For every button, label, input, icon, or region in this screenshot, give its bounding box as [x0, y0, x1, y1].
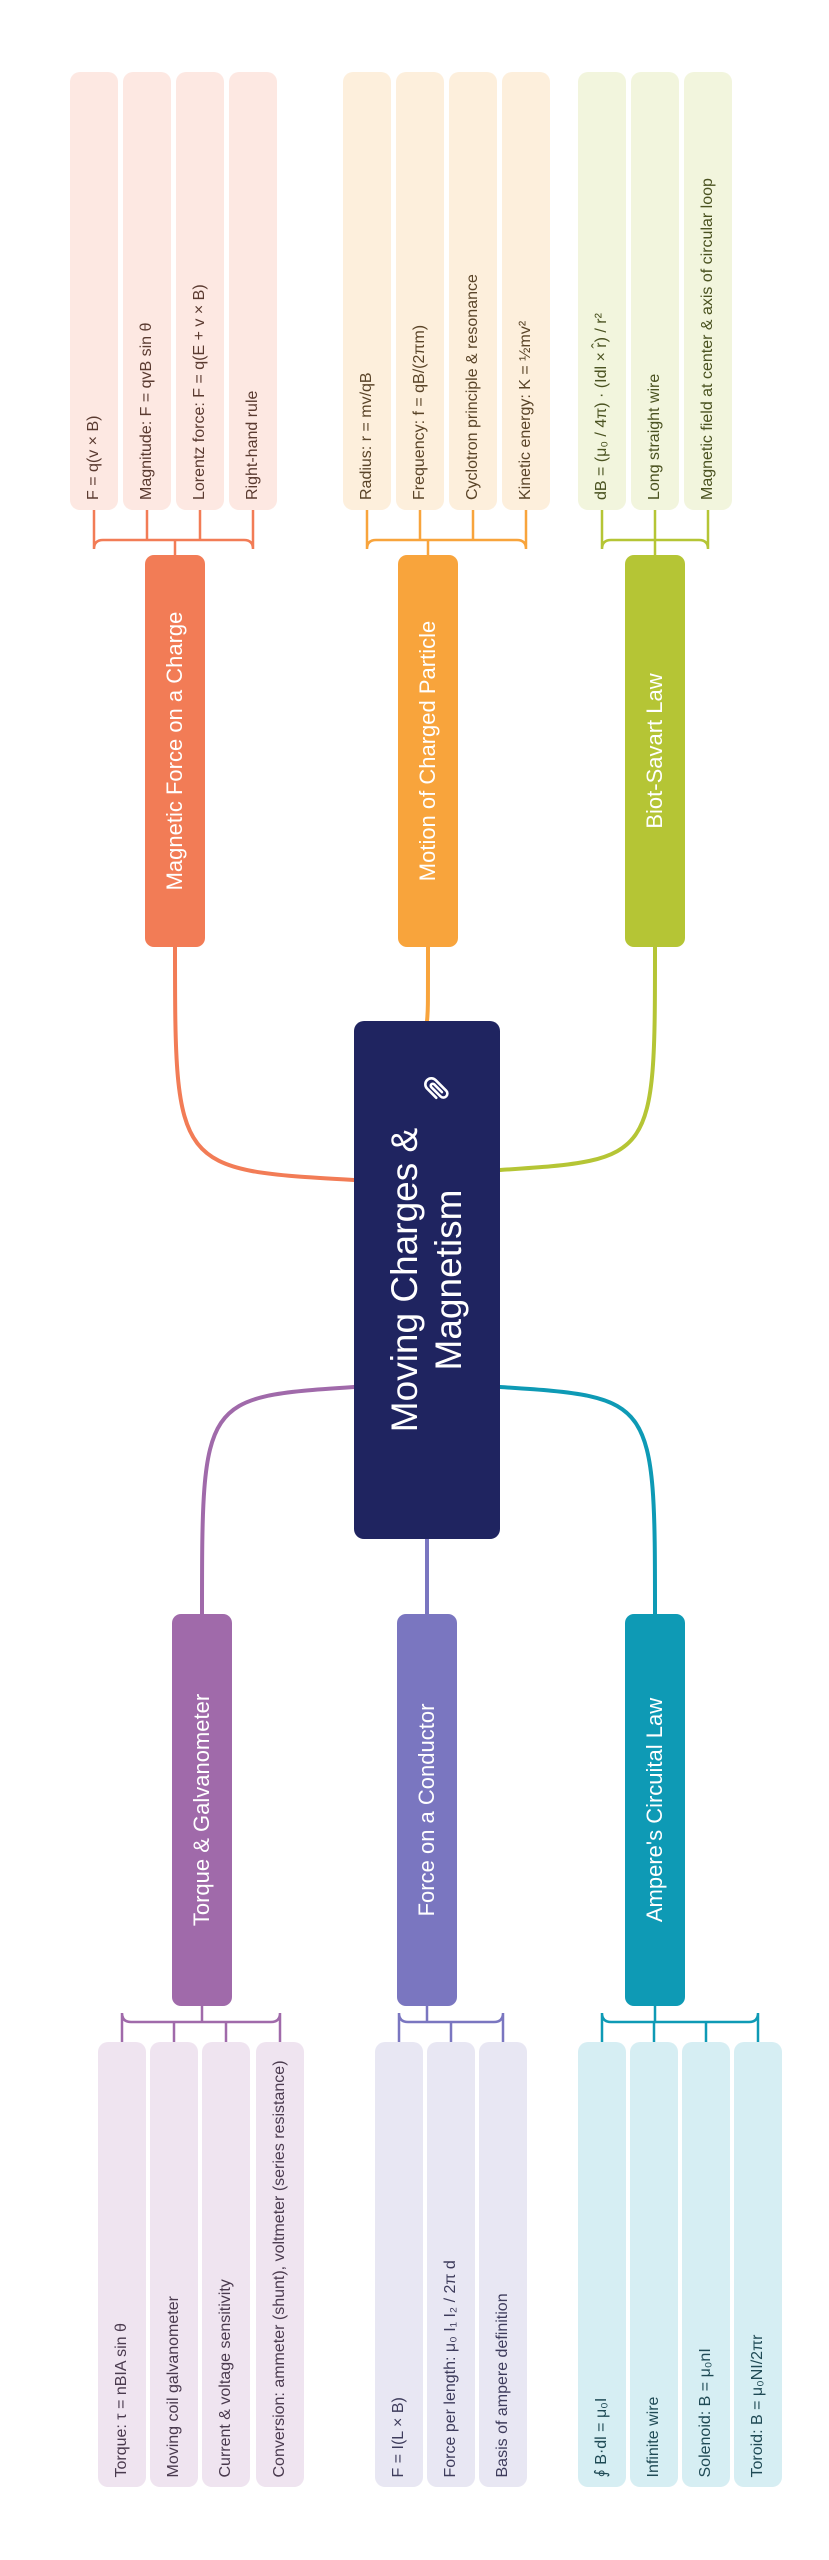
leaf-connector-force-on-conductor — [397, 2004, 505, 2044]
central-topic-title: Moving Charges & Magnetism — [383, 1128, 471, 1432]
branch-motion-of-charged-particle[interactable]: Motion of Charged Particle — [398, 555, 458, 947]
leaf-motion-of-charged-particle-4[interactable]: Kinetic energy: K = ½mv² — [502, 72, 550, 510]
branch-torque-galvanometer[interactable]: Torque & Galvanometer — [172, 1614, 232, 2006]
leaf-magnetic-force-on-charge-3[interactable]: Lorentz force: F = q(E + v × B) — [176, 72, 224, 510]
leaf-biot-savart-law-3[interactable]: Magnetic field at center & axis of circu… — [684, 72, 732, 510]
leaf-label: Magnetic field at center & axis of circu… — [699, 178, 716, 500]
leaf-torque-galvanometer-1[interactable]: Torque: τ = nBIA sin θ — [98, 2042, 146, 2487]
leaf-label: Basis of ampere definition — [494, 2292, 511, 2477]
paperclip-icon — [424, 1077, 449, 1100]
branch-label: Motion of Charged Particle — [415, 620, 440, 882]
root-connector-torque-galvanometer — [200, 1385, 356, 1616]
leaf-torque-galvanometer-4[interactable]: Conversion: ammeter (shunt), voltmeter (… — [256, 2042, 304, 2487]
leaf-connector-biot-savart-law — [600, 508, 710, 557]
branch-label: Ampere's Circuital Law — [642, 1697, 667, 1923]
branch-label: Torque & Galvanometer — [189, 1693, 214, 1927]
leaf-connector-amperes-circuital-law — [600, 2004, 760, 2044]
leaf-torque-galvanometer-3[interactable]: Current & voltage sensitivity — [202, 2042, 250, 2487]
branch-amperes-circuital-law[interactable]: Ampere's Circuital Law — [625, 1614, 685, 2006]
leaf-motion-of-charged-particle-1[interactable]: Radius: r = mv/qB — [343, 72, 391, 510]
leaf-label: Moving coil galvanometer — [165, 2295, 182, 2477]
branch-biot-savart-law[interactable]: Biot-Savart Law — [625, 555, 685, 947]
leaf-label: Magnitude: F = qvB sin θ — [138, 322, 155, 500]
leaf-connector-magnetic-force-on-charge — [92, 508, 255, 557]
leaf-label: Force per length: μ₀ I₁ I₂ / 2π d — [442, 2259, 459, 2477]
leaf-label: Infinite wire — [645, 2396, 662, 2477]
leaf-amperes-circuital-law-2[interactable]: Infinite wire — [630, 2042, 678, 2487]
branch-label: Force on a Conductor — [414, 1703, 439, 1917]
central-title-line-2: Magnetism — [428, 1189, 469, 1371]
leaf-label: Long straight wire — [646, 373, 663, 500]
leaf-amperes-circuital-law-3[interactable]: Solenoid: B = μ₀nI — [682, 2042, 730, 2487]
leaf-biot-savart-law-1[interactable]: dB = (μ₀ / 4π) · (Idl × r̂) / r² — [578, 72, 626, 510]
leaf-label: Cyclotron principle & resonance — [464, 274, 481, 500]
leaf-label: Right-hand rule — [244, 390, 261, 500]
leaf-label: Radius: r = mv/qB — [358, 372, 375, 500]
root-connector-motion-of-charged-particle — [425, 945, 430, 1023]
leaf-label: Toroid: B = μ₀NI/2πr — [749, 2334, 766, 2477]
root-connector-magnetic-force-on-charge — [173, 945, 356, 1182]
leaf-label: F = I(L × B) — [390, 2396, 407, 2477]
leaf-label: Current & voltage sensitivity — [217, 2278, 234, 2477]
leaf-label: Lorentz force: F = q(E + v × B) — [191, 284, 208, 500]
leaf-connector-motion-of-charged-particle — [365, 508, 528, 557]
leaf-amperes-circuital-law-4[interactable]: Toroid: B = μ₀NI/2πr — [734, 2042, 782, 2487]
central-topic[interactable]: Moving Charges & Magnetism — [354, 1021, 500, 1539]
branch-magnetic-force-on-charge[interactable]: Magnetic Force on a Charge — [145, 555, 205, 947]
leaf-label: F = q(v × B) — [85, 415, 102, 500]
branch-label: Biot-Savart Law — [642, 673, 667, 829]
branch-force-on-conductor[interactable]: Force on a Conductor — [397, 1614, 457, 2006]
leaf-connector-torque-galvanometer — [120, 2004, 282, 2044]
leaf-label: Frequency: f = qB/(2πm) — [411, 324, 428, 500]
leaf-magnetic-force-on-charge-2[interactable]: Magnitude: F = qvB sin θ — [123, 72, 171, 510]
leaf-label: Conversion: ammeter (shunt), voltmeter (… — [271, 2059, 288, 2477]
leaf-magnetic-force-on-charge-1[interactable]: F = q(v × B) — [70, 72, 118, 510]
leaf-force-on-conductor-2[interactable]: Force per length: μ₀ I₁ I₂ / 2π d — [427, 2042, 475, 2487]
root-connector-biot-savart-law — [498, 945, 657, 1172]
leaf-force-on-conductor-3[interactable]: Basis of ampere definition — [479, 2042, 527, 2487]
branch-label: Magnetic Force on a Charge — [162, 611, 187, 891]
leaf-motion-of-charged-particle-2[interactable]: Frequency: f = qB/(2πm) — [396, 72, 444, 510]
leaf-label: dB = (μ₀ / 4π) · (Idl × r̂) / r² — [593, 313, 610, 500]
leaf-label: Solenoid: B = μ₀nI — [697, 2347, 714, 2477]
leaf-torque-galvanometer-2[interactable]: Moving coil galvanometer — [150, 2042, 198, 2487]
leaf-motion-of-charged-particle-3[interactable]: Cyclotron principle & resonance — [449, 72, 497, 510]
leaf-biot-savart-law-2[interactable]: Long straight wire — [631, 72, 679, 510]
leaf-magnetic-force-on-charge-4[interactable]: Right-hand rule — [229, 72, 277, 510]
leaf-force-on-conductor-1[interactable]: F = I(L × B) — [375, 2042, 423, 2487]
leaf-label: ∮ B·dl = μ₀I — [593, 2397, 610, 2477]
leaf-amperes-circuital-law-1[interactable]: ∮ B·dl = μ₀I — [578, 2042, 626, 2487]
root-connector-amperes-circuital-law — [498, 1385, 657, 1616]
leaf-label: Torque: τ = nBIA sin θ — [113, 2322, 130, 2477]
leaf-label: Kinetic energy: K = ½mv² — [517, 320, 534, 500]
central-title-line-1: Moving Charges & — [384, 1127, 425, 1433]
